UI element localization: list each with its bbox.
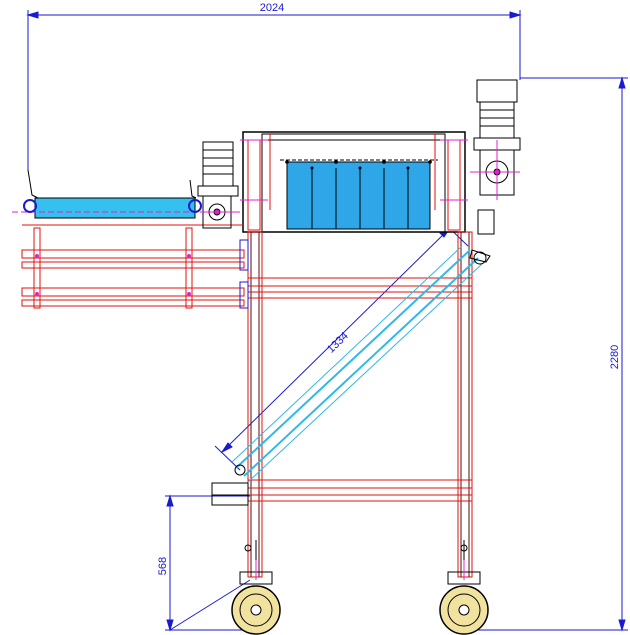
dimension-overall-width [26, 10, 522, 170]
gearbox-icon [200, 195, 240, 229]
gearbox-icon [470, 140, 520, 235]
motor-icon [473, 79, 521, 151]
dimension-label-height: 2280 [609, 345, 621, 369]
centerlines [240, 139, 468, 580]
dimension-label-incline: 1334 [325, 330, 351, 356]
dimension-overall-height [470, 76, 628, 632]
dimension-label-base: 568 [157, 557, 169, 575]
caster-wheel-icon [439, 540, 489, 635]
motor-icon [197, 141, 239, 197]
dimension-label-width: 2024 [260, 2, 284, 14]
stand-frame [211, 231, 473, 578]
chute-end-fittings [234, 249, 491, 476]
dimension-base-height [165, 494, 251, 632]
water-tank [280, 159, 438, 230]
inclined-chute [231, 245, 483, 483]
infeed-conveyor [12, 169, 249, 309]
